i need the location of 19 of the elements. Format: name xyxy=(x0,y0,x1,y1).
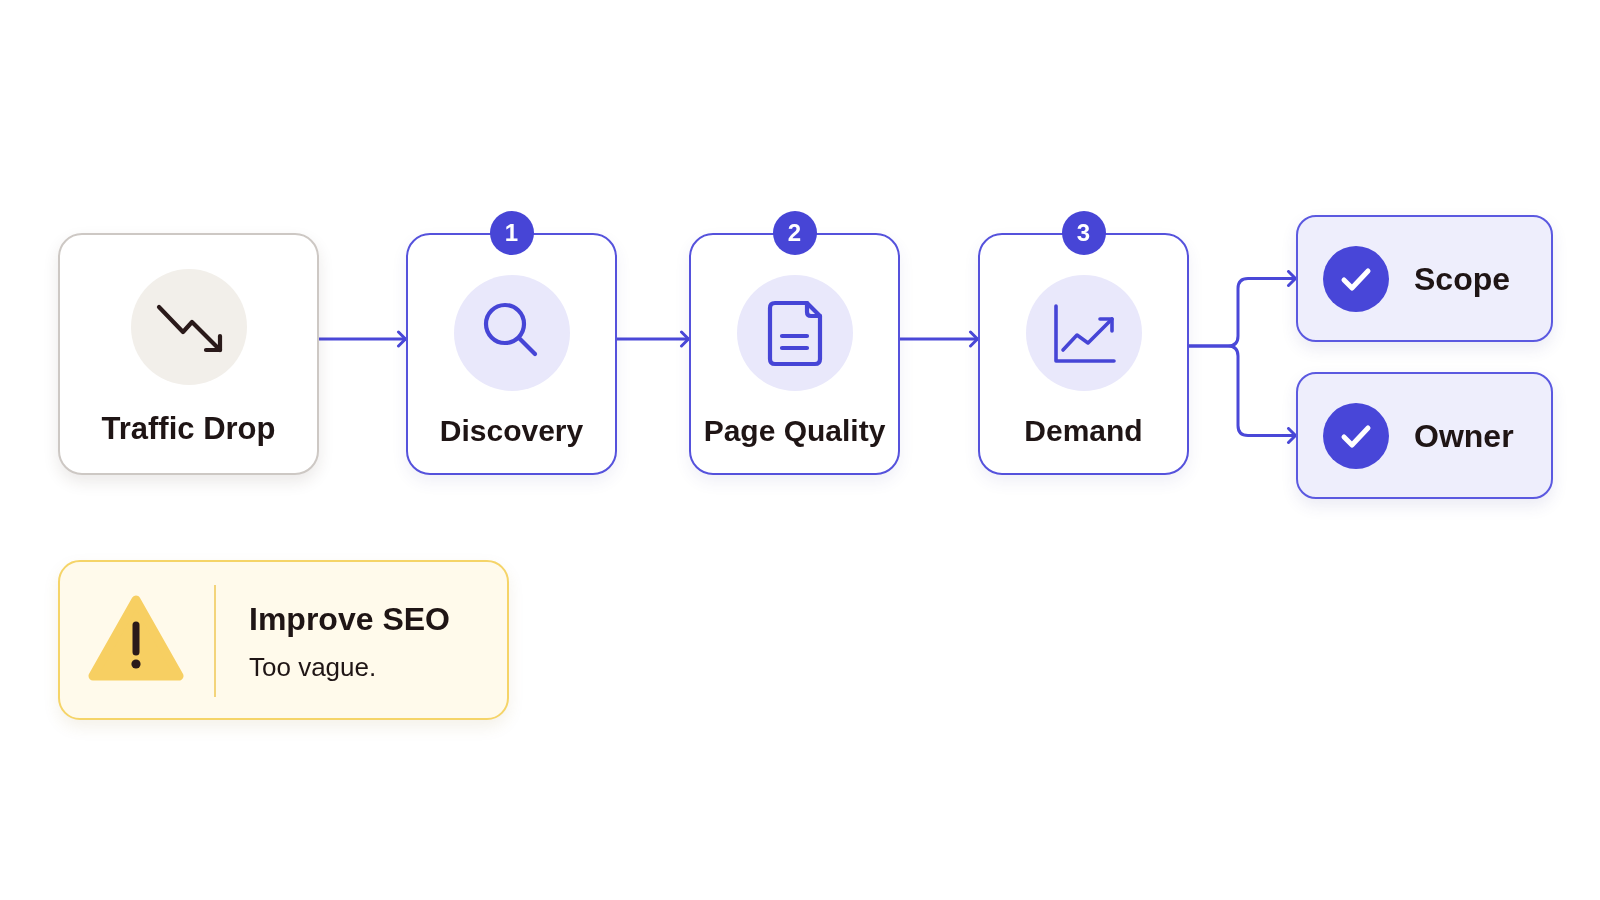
result-label: Owner xyxy=(1414,417,1514,455)
result-card xyxy=(1296,372,1553,499)
result-card xyxy=(1296,215,1553,342)
arrow xyxy=(1187,344,1298,444)
start-card xyxy=(58,233,319,475)
step-number-badge: 1 xyxy=(489,211,534,255)
arrow xyxy=(317,330,408,348)
step-number-badge: 3 xyxy=(1061,211,1106,255)
result-label: Scope xyxy=(1414,260,1511,298)
step-label: Discovery xyxy=(439,413,584,449)
warning-title: Improve SEO xyxy=(249,600,450,638)
step-number-badge: 2 xyxy=(772,211,817,255)
warning-card xyxy=(58,560,509,720)
arrow xyxy=(615,330,691,348)
warning-text: Too vague. xyxy=(249,651,377,683)
arrow xyxy=(898,330,980,348)
step-label: Traffic Drop xyxy=(101,411,276,447)
step-label: Page Quality xyxy=(703,413,886,449)
step-label: Demand xyxy=(1024,413,1143,449)
